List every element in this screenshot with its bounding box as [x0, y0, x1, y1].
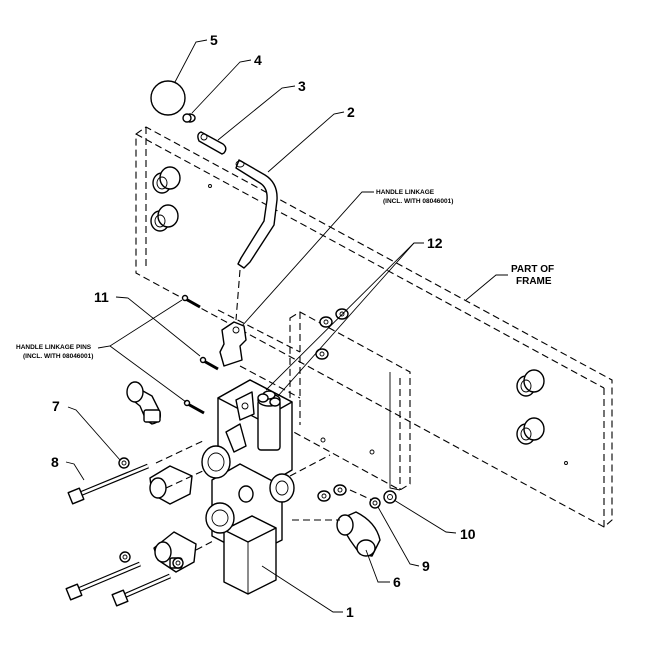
linkage-pin-lower [183, 399, 205, 415]
rod-end [197, 131, 227, 155]
ball-knob [150, 80, 186, 116]
jam-nut [182, 113, 196, 123]
mounting-bracket [289, 311, 411, 491]
elbow-fitting-right [336, 511, 381, 557]
valve-body [201, 379, 295, 595]
linkage-pin-upper [181, 294, 201, 309]
washer-lower-2 [172, 557, 184, 569]
valve-port-left-lower [205, 502, 235, 534]
nut-valve-top-1 [257, 393, 269, 403]
callout-7: 7 [52, 398, 60, 414]
callout-10: 10 [460, 526, 476, 542]
valve-port-center [238, 485, 254, 503]
washer-lower-1 [119, 551, 131, 563]
nut-bracket-1 [319, 316, 333, 328]
callout-12: 12 [427, 235, 443, 251]
valve-clevis [225, 391, 255, 453]
handle-lever [235, 159, 278, 269]
callout-8: 8 [51, 454, 59, 470]
elbow-fitting-upper-left [126, 381, 162, 425]
handle-linkage-label: HANDLE LINKAGE [376, 189, 435, 196]
nut-valve-top-2 [269, 397, 281, 407]
callout-2: 2 [347, 104, 355, 120]
callout-3: 3 [298, 78, 306, 94]
nut-bracket-5 [333, 484, 347, 496]
nut-bracket-3 [315, 348, 329, 360]
straight-fitting-middle [149, 465, 193, 505]
frame-hole-lower-left [150, 204, 179, 232]
handle-linkage-pins-label: HANDLE LINKAGE PINS [16, 344, 92, 351]
bolt-lower-left [65, 561, 141, 601]
handle-linkage-pins-sublabel: (INCL. WITH 08046001) [23, 353, 93, 360]
handle-linkage [219, 321, 247, 367]
bolt-upper [67, 463, 149, 505]
handle-linkage-sublabel: (INCL. WITH 08046001) [383, 198, 453, 205]
washer-9 [369, 497, 381, 509]
callout-1: 1 [346, 604, 354, 620]
frame-plate [135, 126, 613, 528]
callout-9: 9 [422, 558, 430, 574]
bolt-lower-right [111, 573, 171, 607]
frame-label: FRAME [516, 276, 552, 287]
nut-10 [383, 490, 397, 504]
assembly-centerlines [155, 269, 373, 551]
valve-port-left-upper [201, 445, 231, 479]
frame-hole-upper-left [152, 166, 181, 194]
callout-11: 11 [94, 289, 109, 305]
washer-upper [118, 457, 130, 469]
frame-hole-upper-right [516, 369, 545, 397]
linkage-pin-middle [199, 356, 219, 371]
callout-5: 5 [210, 32, 218, 48]
nut-bracket-4 [317, 490, 331, 502]
frame-hole-lower-right [516, 417, 545, 445]
part-of-frame-label: PART OF [511, 264, 554, 275]
callout-4: 4 [254, 52, 262, 68]
leader-lines [65, 39, 508, 613]
callout-6: 6 [393, 574, 401, 590]
valve-port-right-upper [269, 473, 295, 503]
